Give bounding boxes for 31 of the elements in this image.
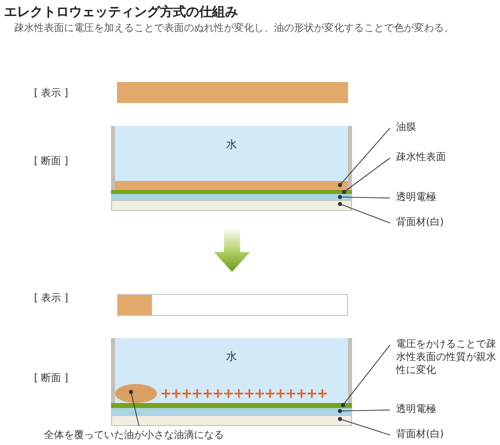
backing-layer: [111, 415, 352, 426]
callout-text: 疎水性表面: [396, 151, 466, 164]
row-label: [ 表示 ]: [34, 86, 68, 100]
callout-text: 背面材(白): [396, 216, 466, 229]
callout-text: 全体を覆っていた油が小さな油滴になる: [44, 429, 274, 442]
electrode-layer: [111, 194, 352, 200]
leader-line: [338, 195, 390, 199]
callout-text: 背面材(白): [396, 428, 466, 441]
leader-line: [338, 409, 390, 413]
row-label: [ 断面 ]: [34, 154, 68, 168]
charge-signs: ++++++++++++++++: [160, 386, 327, 402]
row-label: [ 表示 ]: [34, 292, 68, 305]
backing-layer: [111, 200, 352, 211]
water-label: 水: [226, 349, 237, 364]
hydrophilic-layer: [111, 403, 352, 408]
water-label: 水: [226, 137, 237, 152]
callout-text: 透明電極: [396, 403, 456, 416]
title: エレクトロウェッティング方式の仕組み: [4, 4, 238, 21]
callout-text: 透明電極: [396, 191, 456, 204]
leader-line: [342, 158, 390, 194]
leader-line: [338, 128, 390, 187]
leader-line: [338, 202, 390, 224]
leader-line: [338, 417, 390, 436]
callout-text: 油膜: [396, 121, 436, 134]
subtitle: 疎水性表面に電圧を加えることで表面のぬれ性が変化し、油の形状が変化することで色が変わる。: [14, 22, 454, 35]
hydrophobic-layer: [111, 190, 352, 194]
leader-line: [341, 344, 390, 407]
electrode-layer: [111, 408, 352, 415]
row-label: [ 断面 ]: [34, 372, 68, 385]
callout-text: 電圧をかけることで疎水性表面の性質が親水性に変化: [396, 338, 496, 377]
oil-film-layer: [115, 181, 348, 190]
